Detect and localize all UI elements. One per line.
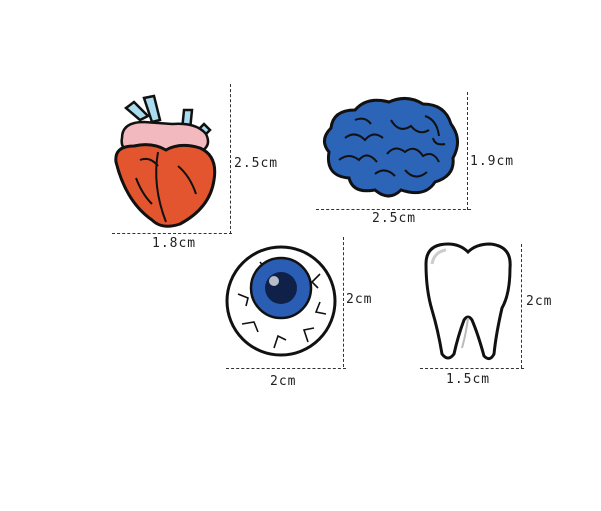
heart-height-dimension-line <box>230 84 231 234</box>
eye-width-label: 2cm <box>270 374 297 389</box>
eyeball-icon <box>225 245 337 357</box>
brain-width-dimension-line <box>316 209 471 210</box>
heart-width-label: 1.8cm <box>152 236 197 251</box>
heart-height-label: 2.5cm <box>234 156 279 171</box>
tooth-height-dimension-line <box>521 244 522 368</box>
tooth-width-label: 1.5cm <box>446 372 491 387</box>
heart-pin <box>100 90 225 230</box>
tooth-height-label: 2cm <box>526 294 553 309</box>
brain-width-label: 2.5cm <box>372 211 417 226</box>
heart-icon <box>114 94 217 228</box>
eye-width-dimension-line <box>226 368 346 369</box>
tooth-width-dimension-line <box>420 368 524 369</box>
eye-height-dimension-line <box>343 237 344 367</box>
brain-icon <box>323 97 459 198</box>
brain-height-dimension-line <box>467 92 468 210</box>
eye-pin <box>224 244 339 359</box>
tooth-pin <box>418 238 518 363</box>
eye-height-label: 2cm <box>346 292 373 307</box>
heart-width-dimension-line <box>112 233 232 234</box>
brain-height-label: 1.9cm <box>470 154 515 169</box>
tooth-icon <box>424 242 512 361</box>
brain-pin <box>315 90 465 205</box>
